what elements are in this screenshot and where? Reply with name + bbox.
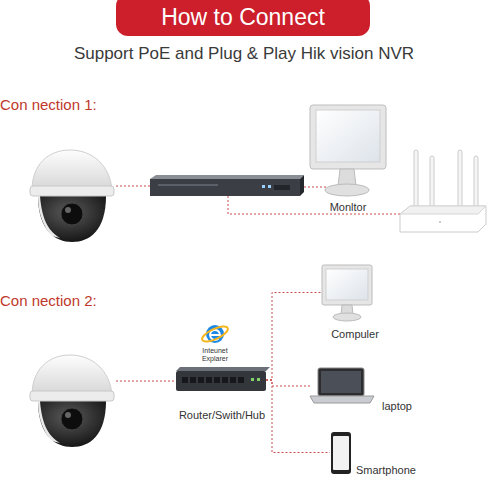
switch-led [251,378,254,381]
switch-body [176,371,266,391]
router-antenna [474,156,478,208]
nvr-side [300,175,304,196]
dotted-connector [266,293,322,381]
nvr-top [150,175,304,179]
monitor-screen [316,110,380,162]
dome-camera [30,355,114,447]
computer-bezel [322,265,372,305]
dotted-wire [228,196,400,214]
device-label: laptop [382,400,442,413]
subtitle: Support PoE and Plug & Play Hik vision N… [0,44,488,64]
router-antenna [414,150,418,210]
dome-camera [30,150,114,242]
switch-top [176,367,270,371]
computer-screen [326,269,368,300]
router-antenna [430,156,434,208]
section-heading: Con nection 1: [0,96,160,113]
title-banner: How to Connect [116,0,370,36]
dotted-wire [116,186,150,187]
switch-port [182,377,188,383]
section-heading: Con nection 2: [0,292,160,309]
device-label: Monltor [298,201,398,214]
phone-node: Smartphone [330,430,352,475]
monitor-base [325,184,369,196]
switch-port [214,377,220,383]
switch-port [190,377,196,383]
monitor-node: Monltor [310,105,386,197]
switch-port [206,377,212,383]
dotted-wire [116,381,176,382]
laptop-base [310,396,374,403]
laptop-lid [318,368,364,396]
router-antenna [458,150,462,208]
switch-node: Router/Swith/Hub [176,368,266,392]
laptop-screen [321,371,361,393]
router-led [439,221,441,223]
switch-port [230,377,236,383]
device-label: Smartphone [356,464,436,477]
nvr-body [150,179,300,196]
switch-led [257,378,260,381]
monitor-neck [338,169,356,186]
computer-base [333,313,361,321]
laptop-node: laptop [310,368,376,404]
device-label: Router/Swith/Hub [166,409,278,422]
computer-node: Compuler [322,265,372,320]
icon-caption: Inteunet Explarer [193,347,237,363]
phone-body [331,432,351,474]
router-top [400,206,486,214]
dotted-connector [266,380,310,386]
dotted-wires [116,186,400,381]
router-body [400,206,486,232]
browser-icon-ring [200,324,230,345]
title-text: How to Connect [161,4,325,31]
switch-port [198,377,204,383]
monitor-bezel [310,105,386,169]
nvr-led [262,185,265,188]
phone-screen [333,436,349,470]
dotted-connector [266,380,330,453]
device-label: Compuler [310,328,400,341]
nvr-panel [274,185,290,190]
switch-port [238,377,244,383]
nvr-led [268,185,271,188]
nvr-slot [158,184,218,186]
switch-port [222,377,228,383]
